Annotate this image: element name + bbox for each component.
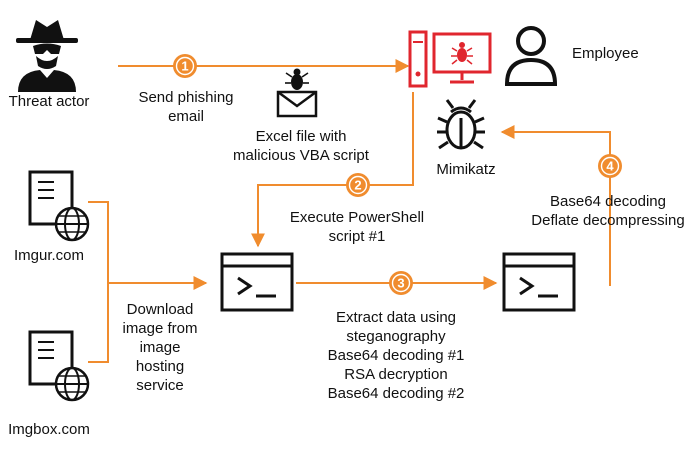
step-badge-4: 4 — [598, 154, 622, 178]
employee-label: Employee — [572, 45, 639, 62]
step-3-line: steganography — [346, 328, 446, 345]
step-3-line: Base64 decoding #1 — [327, 347, 465, 364]
imgur-label: Imgur.com — [13, 247, 85, 264]
terminal-icon-1 — [220, 252, 294, 312]
step-2-label: Execute PowerShell script #1 — [272, 208, 442, 246]
connector-imgur — [88, 201, 109, 283]
download-note-line: Download — [126, 301, 194, 318]
web-server-icon-imgbox — [28, 330, 90, 402]
spy-hacker-icon — [16, 20, 78, 92]
step-3-line: Extract data using — [335, 309, 457, 326]
step-badge-1-number: 1 — [181, 59, 188, 74]
step-1-line: email — [168, 108, 204, 125]
step-4-line: Base64 decoding — [550, 193, 666, 210]
step-badge-3-number: 3 — [397, 276, 404, 291]
step-badge-2-number: 2 — [354, 178, 361, 193]
person-icon — [504, 26, 558, 86]
step-badge-2: 2 — [346, 173, 370, 197]
arrow-decode-deflate — [500, 125, 611, 286]
download-note: Download image from image hosting servic… — [112, 300, 208, 395]
web-server-icon-imgur — [28, 170, 90, 242]
step-badge-3: 3 — [389, 271, 413, 295]
step-badge-4-number: 4 — [606, 159, 614, 174]
threat-actor-label: Threat actor — [8, 93, 90, 110]
step-3-line: Base64 decoding #2 — [327, 385, 465, 402]
download-note-line: service — [136, 377, 184, 394]
excel-note-line: malicious VBA script — [233, 147, 369, 164]
step-2-line: script #1 — [328, 228, 386, 245]
step-3-label: Extract data using steganography Base64 … — [296, 308, 496, 403]
step-2-line: Execute PowerShell — [289, 209, 425, 226]
step-3-line: RSA decryption — [344, 366, 448, 383]
download-note-line: image — [139, 339, 181, 356]
terminal-icon-2 — [502, 252, 576, 312]
step-1-label: Send phishing email — [122, 88, 250, 126]
arrow-execute-powershell — [251, 92, 414, 248]
connector-imgbox — [88, 283, 109, 363]
step-badge-1: 1 — [173, 54, 197, 78]
infected-computer-icon — [408, 30, 492, 88]
step-1-line: Send phishing — [138, 89, 234, 106]
malware-email-icon — [276, 68, 318, 118]
step-4-label: Base64 decoding Deflate decompressing — [516, 192, 700, 230]
bug-icon — [437, 99, 485, 150]
excel-note-line: Excel file with — [255, 128, 347, 145]
imgbox-label: Imgbox.com — [8, 421, 90, 438]
excel-note: Excel file with malicious VBA script — [226, 127, 376, 165]
download-note-line: hosting — [135, 358, 185, 375]
download-note-line: image from — [122, 320, 198, 337]
mimikatz-label: Mimikatz — [436, 161, 496, 178]
step-4-line: Deflate decompressing — [531, 212, 685, 229]
